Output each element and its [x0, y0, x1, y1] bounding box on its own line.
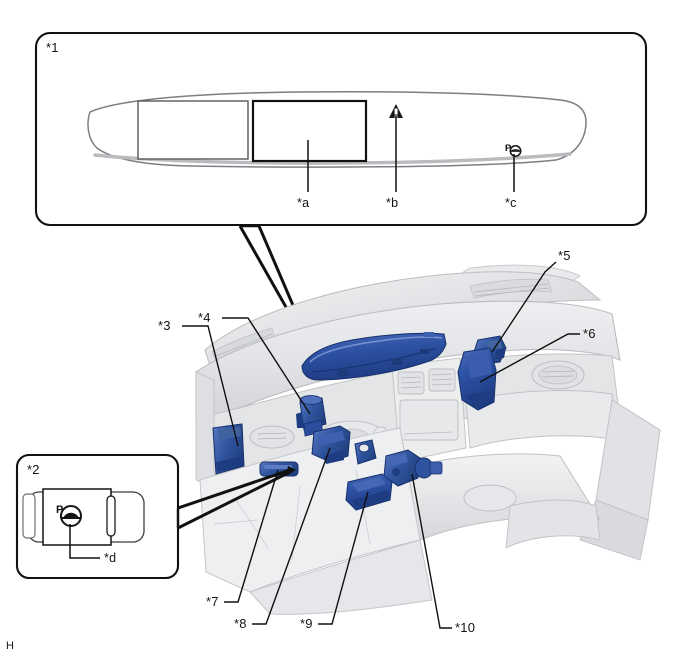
- callout-label-1: *1: [46, 40, 59, 55]
- callout-label-2: *2: [27, 462, 40, 477]
- highlight-component-3: [212, 423, 245, 475]
- leader-d: [69, 524, 100, 559]
- marker-label-c: *c: [505, 196, 517, 210]
- component-label-4: *4: [198, 310, 211, 325]
- highlight-component-9-ecu: [345, 473, 393, 511]
- callout-box-1: P: [34, 31, 648, 227]
- highlight-meter-bezel: [301, 332, 447, 381]
- component-label-7: *7: [206, 594, 219, 609]
- callout-box-2: P: [15, 453, 296, 580]
- leader-box2-to-switch: [176, 466, 296, 530]
- leader-9: [318, 491, 369, 625]
- component-label-3: *3: [158, 318, 171, 333]
- meter-main-window: [251, 99, 368, 163]
- leader-3: [182, 325, 239, 447]
- highlight-component-4: [296, 395, 327, 437]
- switch-side-slot: [22, 493, 36, 539]
- page-corner-mark: H: [6, 640, 14, 652]
- leader-10: [411, 473, 452, 629]
- parking-brake-switch-icon: P: [56, 504, 82, 527]
- highlight-component-8: [311, 425, 351, 464]
- component-label-8: *8: [234, 616, 247, 631]
- marker-label-a: *a: [297, 196, 310, 210]
- leader-7: [224, 469, 279, 603]
- parking-brake-indicator-icon: P: [505, 143, 522, 157]
- highlight-component-6: [457, 347, 497, 411]
- leader-8: [252, 447, 331, 625]
- leader-6: [479, 333, 580, 383]
- switch-indicator-slot: [106, 495, 116, 537]
- component-label-5: *5: [558, 248, 571, 263]
- svg-text:P: P: [56, 504, 63, 516]
- dashboard-illustration: [195, 264, 661, 615]
- svg-text:P: P: [505, 143, 512, 154]
- component-leader-lines: [182, 261, 580, 629]
- marker-label-b: *b: [386, 196, 399, 210]
- component-label-10: *10: [455, 620, 476, 635]
- component-label-9: *9: [300, 616, 313, 631]
- leader-5: [491, 261, 557, 353]
- highlight-component-9-knob: [354, 439, 377, 465]
- meter-left-window: [137, 100, 249, 160]
- marker-label-d: *d: [104, 551, 117, 565]
- highlight-component-10: [383, 449, 443, 487]
- leader-4: [222, 317, 311, 415]
- component-label-6: *6: [583, 326, 596, 341]
